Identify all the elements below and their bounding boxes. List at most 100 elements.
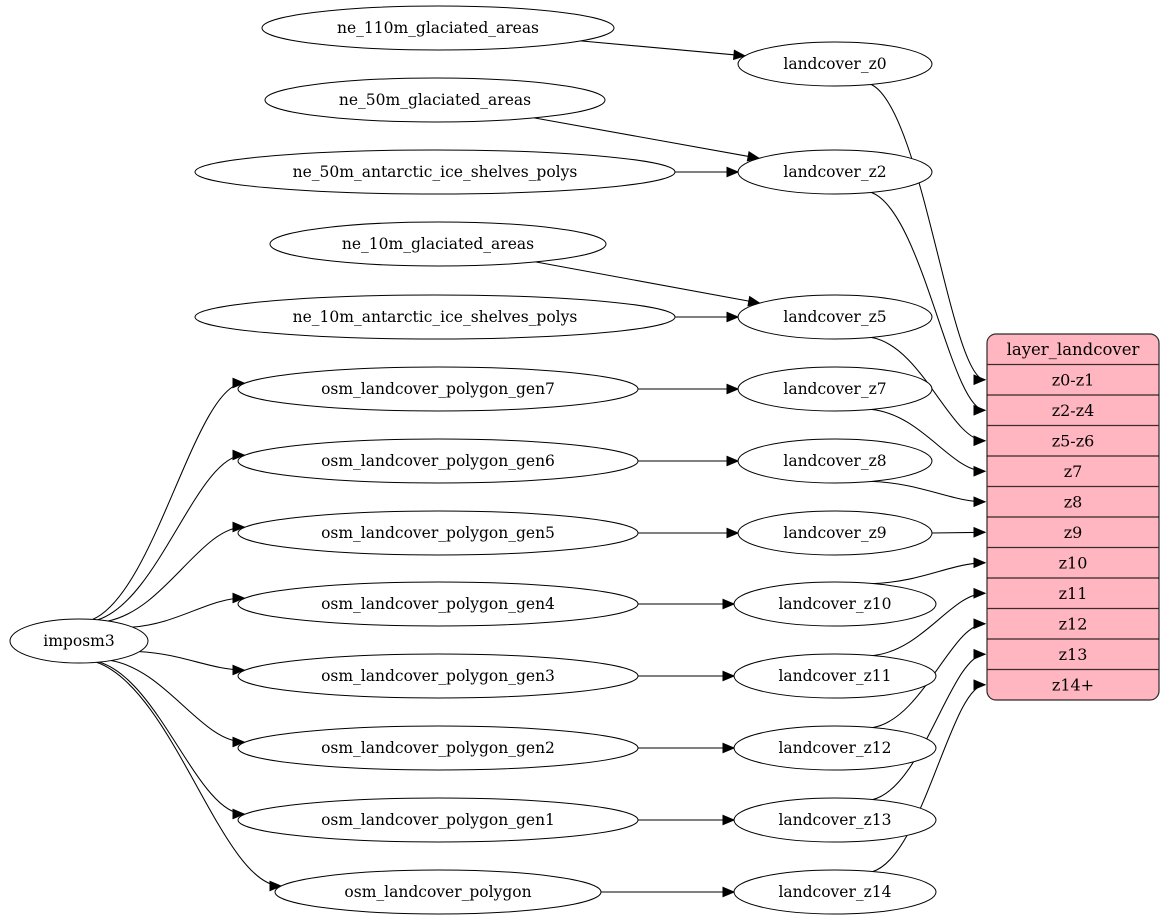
edge-arrowhead [722,814,736,826]
edge-line [870,191,986,411]
node-ne_50m_glaciated_areas[interactable]: ne_50m_glaciated_areas [264,77,606,123]
edge-line [110,659,245,743]
edge-ne_110m_glaciated_areas-to-landcover_z0 [580,40,747,61]
node-osm_landcover_polygon_gen1[interactable]: osm_landcover_polygon_gen1 [237,797,639,843]
node-osm_landcover_polygon_gen6[interactable]: osm_landcover_polygon_gen6 [237,438,639,484]
node-shape [237,366,639,412]
node-landcover_z10[interactable]: landcover_z10 [733,581,937,627]
node-osm_landcover_polygon_gen5[interactable]: osm_landcover_polygon_gen5 [237,510,639,556]
node-osm_landcover_polygon_gen2[interactable]: osm_landcover_polygon_gen2 [237,725,639,771]
edge-line [132,597,245,628]
layer-table-row-z10[interactable]: z10 [1059,553,1088,572]
node-shape [237,510,639,556]
edge-arrowhead [722,886,736,898]
edge-arrowhead [232,808,246,820]
node-osm_landcover_polygon_gen4[interactable]: osm_landcover_polygon_gen4 [237,581,639,627]
node-label: landcover_z10 [778,595,891,613]
node-label: ne_110m_glaciated_areas [337,19,539,37]
edge-imposm3-to-osm_landcover_polygon_gen4 [132,592,246,628]
edge-landcover_z13-to-table-row-z13 [872,648,987,801]
layer-table-row-z0-z1[interactable]: z0-z1 [1052,370,1095,389]
edge-line [92,382,245,620]
edge-ne_50m_antarctic_ice_shelves_polys-to-landcover_z2 [675,166,740,178]
node-label: osm_landcover_polygon_gen2 [321,739,555,757]
node-landcover_z0[interactable]: landcover_z0 [737,41,933,87]
node-landcover_z11[interactable]: landcover_z11 [733,653,937,699]
node-landcover_z14[interactable]: landcover_z14 [733,869,937,915]
edge-arrowhead [726,527,740,539]
node-ne_10m_antarctic_ice_shelves_polys[interactable]: ne_10m_antarctic_ice_shelves_polys [194,294,676,340]
node-shape [733,797,937,843]
node-osm_landcover_polygon[interactable]: osm_landcover_polygon [274,869,602,915]
node-ne_10m_glaciated_areas[interactable]: ne_10m_glaciated_areas [269,221,607,267]
layer-table-row-z5-z6[interactable]: z5-z6 [1052,431,1095,450]
edge-arrowhead [973,557,987,569]
edge-line [872,562,986,585]
node-landcover_z9[interactable]: landcover_z9 [737,510,933,556]
node-landcover_z7[interactable]: landcover_z7 [737,366,933,412]
edge-arrowhead [726,383,740,395]
edge-imposm3-to-osm_landcover_polygon_gen1 [98,661,246,820]
layer-landcover-table: layer_landcoverz0-z1z2-z4z5-z6z7z8z9z10z… [986,333,1160,701]
edge-line [139,651,245,671]
edge-line [870,336,986,442]
edge-landcover_z11-to-table-row-z11 [872,587,987,657]
edge-arrowhead [973,648,987,660]
edge-line [97,454,245,621]
node-landcover_z12[interactable]: landcover_z12 [733,725,937,771]
node-label: osm_landcover_polygon_gen3 [321,667,555,685]
edge-arrowhead [973,465,987,477]
edge-arrowhead [973,618,987,630]
node-label: ne_50m_antarctic_ice_shelves_polys [293,163,578,181]
edge-imposm3-to-osm_landcover_polygon [96,661,283,892]
edge-landcover_z0-to-table-row-z0-z1 [870,83,987,386]
node-label: osm_landcover_polygon_gen5 [321,524,555,542]
node-shape [733,653,937,699]
node-label: landcover_z9 [783,524,886,542]
edge-imposm3-to-osm_landcover_polygon_gen2 [110,659,246,748]
node-shape [237,797,639,843]
node-label: osm_landcover_polygon_gen6 [321,452,555,470]
layer-table-row-z2-z4[interactable]: z2-z4 [1052,401,1095,420]
layer-table-row-z14+[interactable]: z14+ [1052,675,1094,694]
node-label: landcover_z14 [778,883,891,901]
edge-osm_landcover_polygon_gen6-to-landcover_z8 [638,455,740,467]
edge-arrowhead [973,526,987,538]
edge-arrowhead [726,455,740,467]
edge-osm_landcover_polygon_gen7-to-landcover_z7 [638,383,740,395]
node-ne_50m_antarctic_ice_shelves_polys[interactable]: ne_50m_antarctic_ice_shelves_polys [194,149,676,195]
node-label: ne_50m_glaciated_areas [339,91,531,109]
edge-line [580,40,745,57]
edge-landcover_z2-to-table-row-z2-z4 [870,191,987,416]
node-ne_110m_glaciated_areas[interactable]: ne_110m_glaciated_areas [261,5,615,51]
node-shape [737,41,933,87]
edge-imposm3-to-osm_landcover_polygon_gen6 [97,449,246,621]
node-shape [269,221,607,267]
edge-arrowhead [232,592,246,604]
node-imposm3[interactable]: imposm3 [9,618,149,664]
node-osm_landcover_polygon_gen3[interactable]: osm_landcover_polygon_gen3 [237,653,639,699]
edge-osm_landcover_polygon_gen2-to-landcover_z12 [638,742,736,754]
layer-table-row-z13[interactable]: z13 [1059,645,1088,664]
node-landcover_z8[interactable]: landcover_z8 [737,438,933,484]
node-landcover_z2[interactable]: landcover_z2 [737,149,933,195]
node-label: osm_landcover_polygon_gen7 [321,380,555,398]
node-shape [737,294,933,340]
node-landcover_z5[interactable]: landcover_z5 [737,294,933,340]
node-osm_landcover_polygon_gen7[interactable]: osm_landcover_polygon_gen7 [237,366,639,412]
edge-line [107,526,245,622]
node-label: osm_landcover_polygon_gen4 [321,595,555,613]
edge-arrowhead [973,435,987,447]
node-shape [237,725,639,771]
layer-table-row-z12[interactable]: z12 [1059,614,1088,633]
edge-line [872,684,986,873]
edge-imposm3-to-osm_landcover_polygon_gen7 [92,377,246,620]
edge-arrowhead [722,742,736,754]
node-landcover_z13[interactable]: landcover_z13 [733,797,937,843]
layer-table-row-z9[interactable]: z9 [1064,523,1083,542]
layer-table-row-z11[interactable]: z11 [1059,584,1088,603]
layer-table-row-z8[interactable]: z8 [1064,492,1083,511]
edge-landcover_z10-to-table-row-z10 [872,557,987,585]
layer-table-row-z7[interactable]: z7 [1064,462,1083,481]
